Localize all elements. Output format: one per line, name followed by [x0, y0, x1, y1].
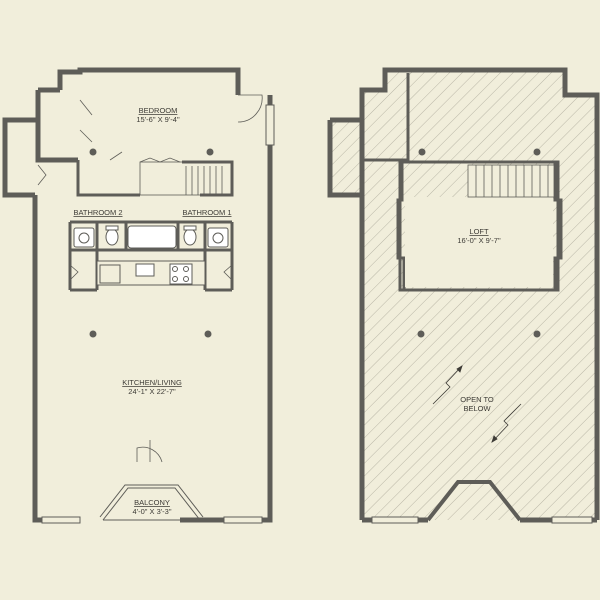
bedroom-size: 15'-6" X 9'-4" — [136, 115, 180, 124]
open-to-below-line-2: BELOW — [463, 404, 491, 413]
lower-windows — [41, 104, 275, 524]
loft-room — [398, 160, 560, 292]
lower-stairs — [139, 157, 233, 196]
lower-left-bump — [2, 87, 78, 198]
lower-exterior-walls — [32, 67, 273, 523]
open-to-below-hatch — [330, 70, 597, 520]
room-labels: BEDROOM 15'-6" X 9'-4" BATHROOM 2 BATHRO… — [73, 106, 500, 516]
open-to-below-arrows — [432, 365, 522, 443]
upper-balcony — [362, 480, 597, 524]
loft-floor — [405, 197, 553, 287]
bathroom-2-title: BATHROOM 2 — [73, 208, 122, 217]
bathroom-1-title: BATHROOM 1 — [182, 208, 231, 217]
lower-floor-plan — [2, 67, 275, 524]
upper-ceiling-lights — [417, 148, 541, 338]
bedroom-title: BEDROOM — [139, 106, 178, 115]
lower-interior-walls — [68, 160, 234, 292]
lower-balcony — [99, 484, 204, 521]
upper-exterior-walls — [327, 67, 600, 520]
open-to-below-line-1: OPEN TO — [460, 395, 494, 404]
kitchen-living-title: KITCHEN/LIVING — [122, 378, 182, 387]
bath-fixtures — [73, 225, 229, 249]
lower-doors — [37, 94, 263, 463]
balcony-size: 4'-0" X 3'-3" — [132, 507, 171, 516]
upper-floor-plan — [327, 67, 600, 524]
lower-ceiling-lights — [89, 148, 214, 338]
balcony-title: BALCONY — [134, 498, 170, 507]
kitchen-counter — [96, 260, 206, 286]
kitchen-living-size: 24'-1" X 22'-7" — [128, 387, 176, 396]
loft-title: LOFT — [469, 227, 489, 236]
upper-stairs — [467, 164, 555, 198]
loft-size: 16'-0" X 9'-7" — [457, 236, 501, 245]
